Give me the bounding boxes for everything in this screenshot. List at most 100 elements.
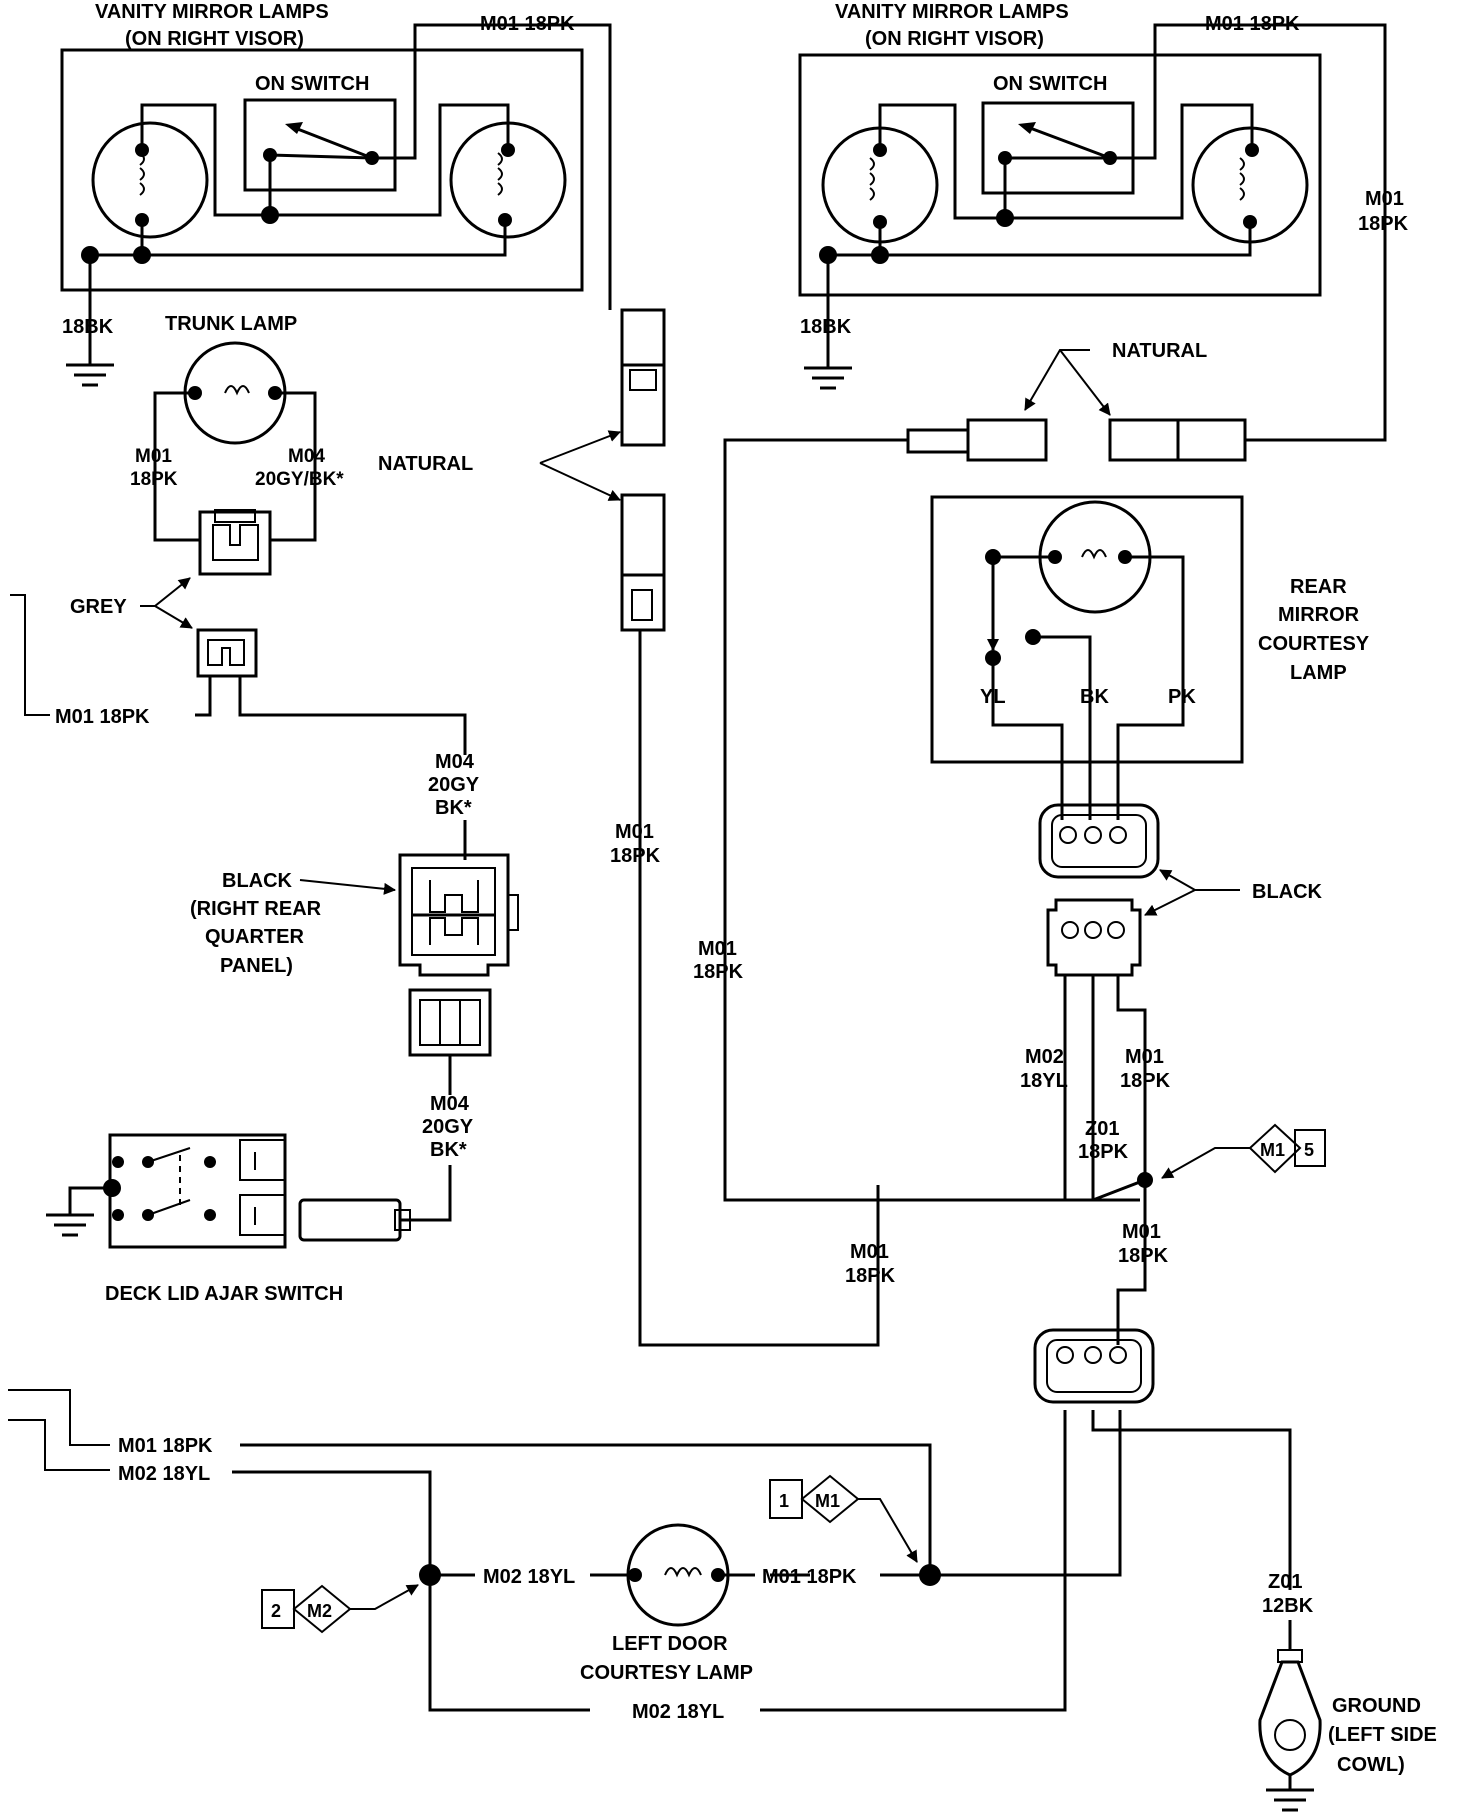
black-connector-mate: [408, 988, 492, 1057]
filament-icon: [869, 157, 875, 201]
ground-symbol-icon: [1266, 1775, 1314, 1812]
black-connector-rear: [398, 853, 510, 977]
left-ground-wire-label: 18BK: [62, 316, 114, 338]
left-on-switch-label: ON SWITCH: [255, 73, 369, 95]
connector-natural-r2: [966, 418, 1048, 462]
grey-connector-group: GREY M01 18PK M04 20GY BK*: [10, 577, 480, 860]
ground-left-cowl-group: Z01 12BK GROUND (LEFT SIDE COWL): [1258, 1571, 1437, 1812]
connector-natural-c1: [620, 308, 666, 367]
m1-left-tag-label: M1: [815, 1491, 840, 1511]
m02-18yl-label-2: 18YL: [1020, 1070, 1068, 1092]
ground-symbol-icon: [804, 295, 852, 390]
m02-18yl-label-1: M02: [1025, 1046, 1064, 1068]
m1-tag-number: 5: [1304, 1140, 1314, 1160]
trunk-m04-label-1: M04: [288, 446, 325, 467]
left-door-label-1: LEFT DOOR: [612, 1633, 728, 1655]
m04-mid-label-2: 20GY: [428, 774, 480, 796]
natural-right-label: NATURAL: [1112, 340, 1207, 362]
right-top-wire-label: M01 18PK: [1205, 13, 1300, 35]
right-on-switch-box: [981, 101, 1135, 195]
ground-symbol-icon: [46, 1186, 112, 1237]
m04-mid-label-3: BK*: [435, 797, 472, 819]
m01-bus-label: M01 18PK: [118, 1435, 213, 1457]
deck-lid-connector: [298, 1198, 402, 1242]
black-left-label-2: (RIGHT REAR: [190, 898, 322, 920]
m04-low-label-2: 20GY: [422, 1116, 474, 1138]
m04-mid-label-1: M04: [435, 751, 475, 773]
connector-natural-c2: [620, 363, 666, 447]
connector-natural-r4: [1176, 418, 1247, 462]
rear-label-2: MIRROR: [1278, 604, 1360, 626]
right-vanity-mirror-lamps: 18BK VANITY MIRROR LAMPS (ON RIGHT VISOR…: [798, 1, 1409, 442]
m2-tag-label: M2: [307, 1601, 332, 1621]
z01-label-2: 18PK: [1078, 1141, 1129, 1163]
left-vanity-title: VANITY MIRROR LAMPS: [95, 1, 329, 23]
pk-label: PK: [1168, 686, 1196, 708]
m01-bottom-label-2: 18PK: [845, 1265, 896, 1287]
rear-label-1: REAR: [1290, 576, 1347, 598]
left-vanity-lamp-1: [91, 121, 209, 239]
natural-connectors-center: NATURAL M01 18PK M01 18PK: [378, 308, 880, 1347]
black-connector-r2: [1046, 898, 1142, 977]
z01-label-1: Z01: [1085, 1118, 1119, 1140]
connector-natural-r1: [906, 428, 970, 454]
m01-r-label-1: M01: [1125, 1046, 1164, 1068]
m04-low-label-1: M04: [430, 1093, 470, 1115]
m1-tag-diamond: [1248, 1123, 1302, 1174]
grey-label: GREY: [70, 596, 127, 618]
left-door-courtesy-lamp-group: M01 18PK M02 18YL M02 18YL M01 18PK LEFT…: [8, 1389, 1292, 1723]
connector-natural-c4: [620, 573, 666, 632]
bk-label: BK: [1080, 686, 1109, 708]
yl-label: YL: [980, 686, 1006, 708]
m01-lamp-label: M01 18PK: [762, 1566, 857, 1588]
right-side-wire-label-2: 18PK: [1358, 213, 1409, 235]
ground-label-1: GROUND: [1332, 1695, 1421, 1717]
m02-bus-label: M02 18YL: [118, 1463, 210, 1485]
filament-icon: [139, 152, 145, 196]
connector-natural-r3: [1108, 418, 1180, 462]
black-left-label-4: PANEL): [220, 955, 293, 977]
m2-tag-number: 2: [271, 1601, 281, 1621]
left-vanity-mirror-lamps: 18BK VANITY MIRROR LAMPS (ON RIGHT VISOR…: [60, 1, 612, 387]
grey-connector: [196, 628, 258, 678]
black-connector-left-group: BLACK (RIGHT REAR QUARTER PANEL) M04 20G…: [190, 853, 519, 1222]
m1-tag-label: M1: [1260, 1140, 1285, 1160]
deck-lid-ajar-switch-group: DECK LID AJAR SWITCH: [46, 1133, 411, 1305]
left-top-wire-label: M01 18PK: [480, 13, 575, 35]
ground-label-3: COWL): [1337, 1754, 1405, 1776]
m01-r2-label-2: 18PK: [1118, 1245, 1169, 1267]
switch-arm: [294, 126, 373, 160]
black-connector-r3: [1033, 1328, 1155, 1404]
black-connectors-right: BLACK M02 18YL M01 18PK Z01 18PK M01 18P…: [845, 803, 1326, 1404]
left-m01-wire-label: M01 18PK: [55, 706, 150, 728]
m01-center-label-2: 18PK: [610, 845, 661, 867]
m01-vert2-label-1: M01: [698, 938, 737, 960]
z01-12bk-label-2: 12BK: [1262, 1595, 1314, 1617]
filament-icon: [1081, 549, 1107, 560]
z01-12bk-label-1: Z01: [1268, 1571, 1302, 1593]
ground-eyelet-icon: [1258, 1660, 1322, 1777]
m04-low-label-3: BK*: [430, 1139, 467, 1161]
rear-label-3: COURTESY: [1258, 633, 1370, 655]
trunk-lamp-group: TRUNK LAMP M01 18PK M04 20GY/BK*: [130, 313, 344, 576]
left-door-label-2: COURTESY LAMP: [580, 1662, 753, 1684]
trunk-m04-label-2: 20GY/BK*: [255, 469, 344, 490]
m02-lamp-label: M02 18YL: [483, 1566, 575, 1588]
ground-symbol-icon: [66, 290, 114, 387]
filament-icon: [497, 152, 503, 196]
trunk-lamp-connector: [198, 510, 272, 576]
filament-icon: [224, 385, 250, 396]
trunk-m01-label-1: M01: [135, 446, 172, 467]
right-on-switch-label: ON SWITCH: [993, 73, 1107, 95]
right-ground-wire-label: 18BK: [800, 316, 852, 338]
m01-r-label-2: 18PK: [1120, 1070, 1171, 1092]
trunk-lamp-label: TRUNK LAMP: [165, 313, 297, 335]
m01-bottom-label-1: M01: [850, 1241, 889, 1263]
natural-connectors-right: NATURAL: [723, 340, 1247, 1202]
right-side-wire-label-1: M01: [1365, 188, 1404, 210]
right-vanity-subtitle: (ON RIGHT VISOR): [865, 28, 1044, 50]
filament-icon: [664, 1567, 702, 1578]
natural-left-label: NATURAL: [378, 453, 473, 475]
deck-lid-label: DECK LID AJAR SWITCH: [105, 1283, 343, 1305]
